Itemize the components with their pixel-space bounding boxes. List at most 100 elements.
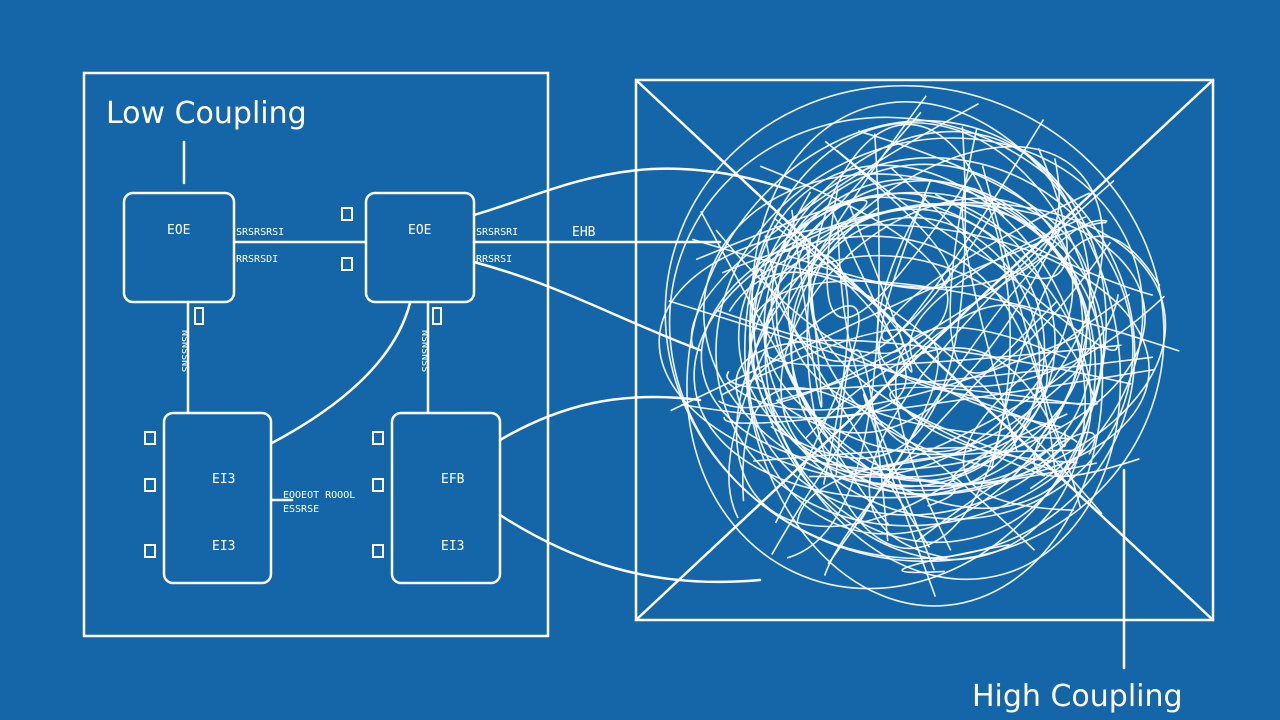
web-strand (749, 305, 860, 524)
module-box-top-right (364, 191, 476, 304)
web-loop (686, 119, 1107, 590)
web-strand (700, 210, 891, 526)
web-strand (826, 170, 975, 319)
web-strand (735, 339, 1132, 415)
web-strand (791, 209, 823, 408)
module-label-top-right: EOE (408, 223, 431, 238)
web-strand (810, 206, 1046, 477)
bridge-curve-top (472, 167, 792, 217)
web-loop (753, 156, 1134, 520)
module-box-bottom-right (390, 411, 502, 585)
web-strand (836, 148, 1068, 280)
module-box-top-left (122, 191, 236, 304)
high-coupling-title: High Coupling (972, 679, 1183, 714)
connector-label-right-lower: RRSRSI (476, 254, 512, 265)
port-icon (432, 307, 442, 325)
frame-diagonal (634, 78, 1215, 622)
web-strand (823, 300, 1058, 576)
web-loop (668, 116, 1136, 560)
web-strand (728, 95, 927, 519)
port-icon (372, 478, 384, 492)
web-strand (752, 307, 776, 383)
web-strand (727, 335, 1078, 411)
web-strand (809, 475, 956, 507)
connector-diagonal-curve (270, 301, 412, 445)
web-strand (868, 179, 1115, 559)
module-label-bottom-right-a: EFB (441, 472, 465, 487)
web-strand (753, 446, 972, 473)
port-icon (341, 207, 353, 221)
web-loop (715, 137, 1144, 527)
web-strand (728, 271, 1103, 515)
web-loop (806, 123, 1012, 550)
port-icon (341, 257, 353, 271)
module-label-bottom-left-b: EI3 (212, 539, 235, 554)
web-loop (780, 197, 1074, 476)
web-loop (749, 164, 1086, 561)
web-strand (981, 165, 1067, 448)
web-strand (748, 280, 1180, 352)
web-strand (741, 386, 1036, 551)
tangled-connection-web (658, 84, 1180, 607)
web-strand (934, 193, 1154, 297)
web-strand (668, 300, 1078, 443)
web-strand (952, 413, 1098, 485)
web-strand (880, 119, 1045, 342)
module-box-bottom-left (162, 411, 273, 585)
low-coupling-title: Low Coupling (106, 96, 307, 131)
web-strand (695, 199, 868, 280)
web-loop (764, 179, 1097, 544)
web-strand (691, 158, 1060, 289)
web-strand (962, 293, 1131, 512)
web-strand (831, 199, 913, 373)
port-icon (372, 544, 384, 558)
web-loop (702, 173, 1103, 496)
web-strand (876, 195, 1078, 464)
web-strand (862, 393, 937, 597)
web-strand (786, 133, 880, 559)
high-coupling-panel: High Coupling (634, 78, 1215, 714)
web-loop (775, 178, 1092, 485)
web-strand (786, 140, 951, 290)
port-icon (144, 478, 156, 492)
bridge-curve-bottom (498, 513, 762, 584)
port-icon (144, 431, 156, 445)
connector-label-right-vertical: NSNSNSS (419, 330, 430, 372)
bridge-curve-low (498, 395, 702, 442)
connector-label-right-upper: SRSRSRI (476, 227, 518, 238)
web-loop (664, 84, 1165, 563)
web-strand (991, 235, 1161, 469)
web-strand (835, 349, 889, 542)
web-loop (751, 101, 1122, 581)
web-strand (690, 102, 979, 349)
web-strand (681, 217, 907, 419)
module-label-bottom-right-b: EI3 (441, 539, 464, 554)
module-label-bottom-left-a: EI3 (212, 472, 235, 487)
port-icon (372, 431, 384, 445)
connector-label-top-lower: RRSRSDI (236, 254, 278, 265)
high-coupling-frame (634, 78, 1215, 622)
web-strand (890, 167, 1119, 352)
low-coupling-panel: Low Coupling EOE EOE EI3 EI3 (82, 71, 550, 638)
web-strand (723, 368, 1156, 424)
web-strand (889, 386, 1084, 471)
web-strand (859, 219, 1108, 523)
web-strand (901, 543, 1010, 574)
port-icon (144, 544, 156, 558)
web-loop (735, 145, 1104, 528)
port-glyphs (144, 207, 442, 558)
connector-label-left-vertical: NSNSSNS (179, 330, 190, 372)
bridge-label: EHB (572, 225, 596, 240)
web-strand (718, 253, 1048, 409)
web-strand (805, 347, 1082, 508)
web-strand (894, 326, 1067, 551)
web-strand (715, 229, 1166, 388)
connector-label-bottom-upper: EOOEOT ROOOL (283, 490, 355, 501)
connector-label-top-upper: SRSRSRSI (236, 227, 284, 238)
web-strand (807, 238, 994, 468)
web-strand (857, 130, 1092, 290)
connector-label-bottom-lower: ESSRSE (283, 504, 319, 515)
low-coupling-frame (82, 71, 550, 638)
module-label-top-left: EOE (167, 223, 190, 238)
